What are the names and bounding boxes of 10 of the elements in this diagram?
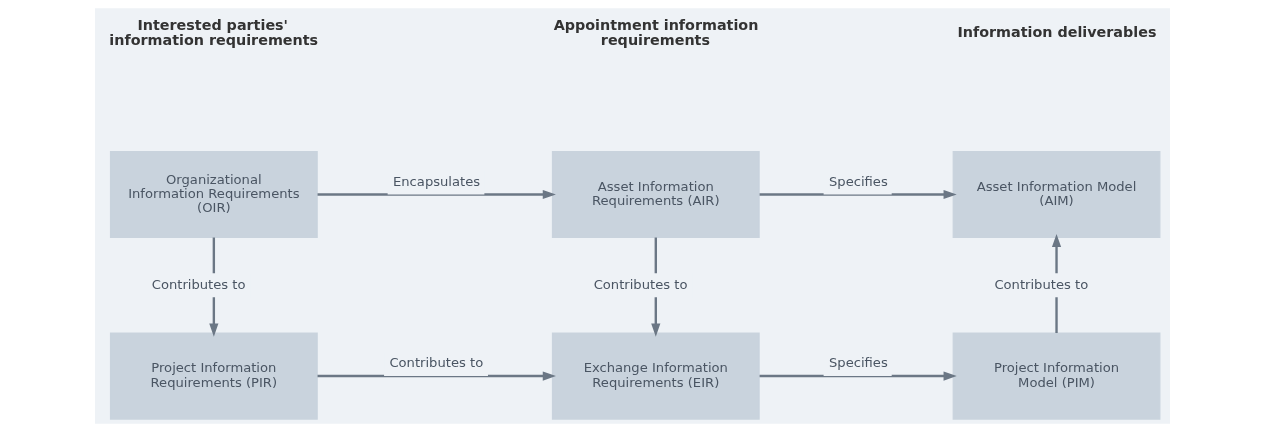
edge-label: Specifies — [828, 173, 888, 189]
edge-label: Specifies — [828, 355, 888, 371]
edge-label: Contributes to — [593, 276, 687, 292]
edge-label: Encapsulates — [392, 173, 480, 189]
label: Appointment information requirements — [553, 17, 758, 48]
edge-label: Contributes to — [151, 276, 245, 292]
label: Interested parties' information requirements — [108, 17, 318, 48]
label: Information deliverables — [956, 23, 1156, 40]
edge-label: Contributes to — [993, 276, 1088, 292]
edge-label: Contributes to — [388, 355, 483, 371]
